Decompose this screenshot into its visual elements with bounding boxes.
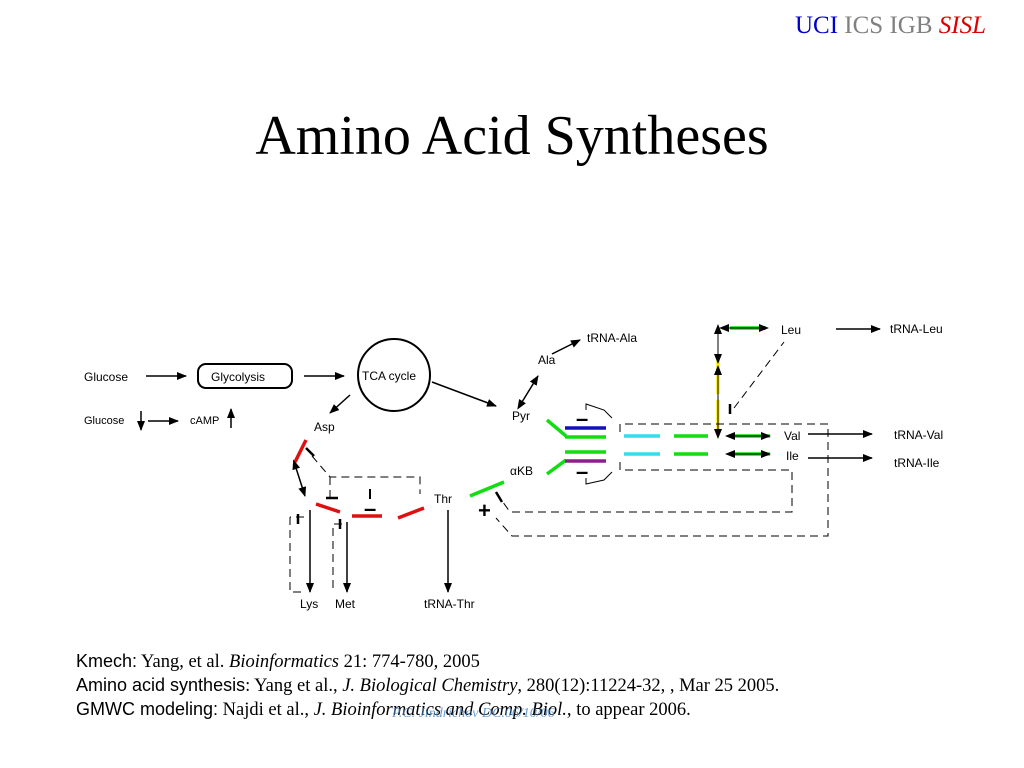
header-sisl: SISL xyxy=(938,12,986,39)
val-minus-sign: – xyxy=(576,406,588,431)
ala-to-trna-arrow xyxy=(551,339,581,355)
thr-minus-sign: – xyxy=(364,496,376,521)
tca-cycle-label: TCA cycle xyxy=(362,369,416,383)
ile-feedback-loop xyxy=(499,462,793,513)
val-inhibition-bracket xyxy=(585,403,613,419)
asp-inhibition-bar xyxy=(305,447,315,457)
reference-gmwc-authors: Najdi et al., xyxy=(222,700,309,720)
glucose-small-label: Glucose xyxy=(84,415,124,427)
lys-feedback-loop xyxy=(289,517,302,593)
ile-label: Ile xyxy=(786,449,799,463)
val-feedback-loop xyxy=(495,423,829,537)
akb-inhibition-bar xyxy=(494,491,504,503)
asp-bidirectional-arrow xyxy=(292,459,307,497)
thr-label: Thr xyxy=(434,492,452,506)
met-feedback-loop xyxy=(332,523,342,588)
glucose-label: Glucose xyxy=(84,370,128,384)
pyr-ala-arrow xyxy=(517,375,539,410)
camp-label: cAMP xyxy=(190,415,219,427)
reference-gmwc: GMWC modeling: Najdi et al., J. Bioinfor… xyxy=(76,698,779,722)
thr-to-akb-green-edge xyxy=(469,480,505,498)
asp-label: Asp xyxy=(314,420,335,434)
reference-aa-authors: : Yang et al., xyxy=(245,676,338,696)
reference-kmech-label: Kmech: xyxy=(76,651,138,671)
leu-feedback-dashed xyxy=(733,341,785,409)
ile-inhibition-bracket xyxy=(585,471,613,485)
plus-sign: + xyxy=(478,498,491,523)
tca-to-asp-arrow xyxy=(329,394,351,414)
reference-kmech-authors: Yang, et al. xyxy=(140,652,225,672)
pyr-green-edge xyxy=(545,418,568,438)
ile-minus-sign: – xyxy=(576,459,588,484)
reference-aa-citation: , 280(12):11224-32, , Mar 25 2005. xyxy=(517,676,780,696)
lys-label: Lys xyxy=(300,597,318,611)
trna-val-label: tRNA-Val xyxy=(894,428,943,442)
slide-title: Amino Acid Syntheses xyxy=(255,105,769,167)
glycolysis-box xyxy=(197,363,293,389)
akb-green-edge xyxy=(545,458,568,476)
reference-kmech-journal: Bioinformatics xyxy=(229,652,340,672)
hom-to-thr-red-edge xyxy=(397,506,425,520)
akb-label: αKB xyxy=(510,464,533,478)
trna-thr-label: tRNA-Thr xyxy=(424,597,475,611)
reference-kmech-citation: 21: 774-780, 2005 xyxy=(343,652,480,672)
watermark: P.C. Jindrichov DC.06/10/06 xyxy=(392,706,555,721)
header-igb: IGB xyxy=(889,12,933,39)
asp-to-hom-red-edge xyxy=(315,502,341,514)
trna-ile-label: tRNA-Ile xyxy=(894,456,940,470)
tca-cycle-circle xyxy=(357,338,431,412)
reference-gmwc-journal: J. Bioinformatics and Comp. Biol., xyxy=(313,700,572,720)
ala-label: Ala xyxy=(538,353,556,367)
met-label: Met xyxy=(335,597,356,611)
reference-amino-acid: Amino acid synthesis: Yang et al., J. Bi… xyxy=(76,674,779,698)
references-block: Kmech: Yang, et al. Bioinformatics 21: 7… xyxy=(76,650,779,722)
val-label: Val xyxy=(784,429,800,443)
reference-aa-journal: J. Biological Chemistry xyxy=(342,676,518,696)
tca-to-pyr-arrow xyxy=(431,381,497,407)
header-ics: ICS xyxy=(844,12,884,39)
reference-gmwc-label: GMWC modeling: xyxy=(76,699,219,719)
reference-kmech: Kmech: Yang, et al. Bioinformatics 21: 7… xyxy=(76,650,779,674)
thr-feedback-loop xyxy=(311,455,421,494)
header-uci: UCI xyxy=(794,12,839,39)
trna-leu-label: tRNA-Leu xyxy=(890,322,943,336)
reference-gmwc-citation: to appear 2006. xyxy=(576,700,691,720)
asp-red-edge xyxy=(293,439,308,463)
glycolysis-label: Glycolysis xyxy=(211,370,265,384)
header-logo: UCI ICS IGB SISL xyxy=(795,12,986,40)
trna-ala-label: tRNA-Ala xyxy=(587,331,637,345)
pyr-label: Pyr xyxy=(512,409,530,423)
leu-label: Leu xyxy=(781,323,801,337)
reference-aa-label: Amino acid synthesis xyxy=(76,675,246,695)
